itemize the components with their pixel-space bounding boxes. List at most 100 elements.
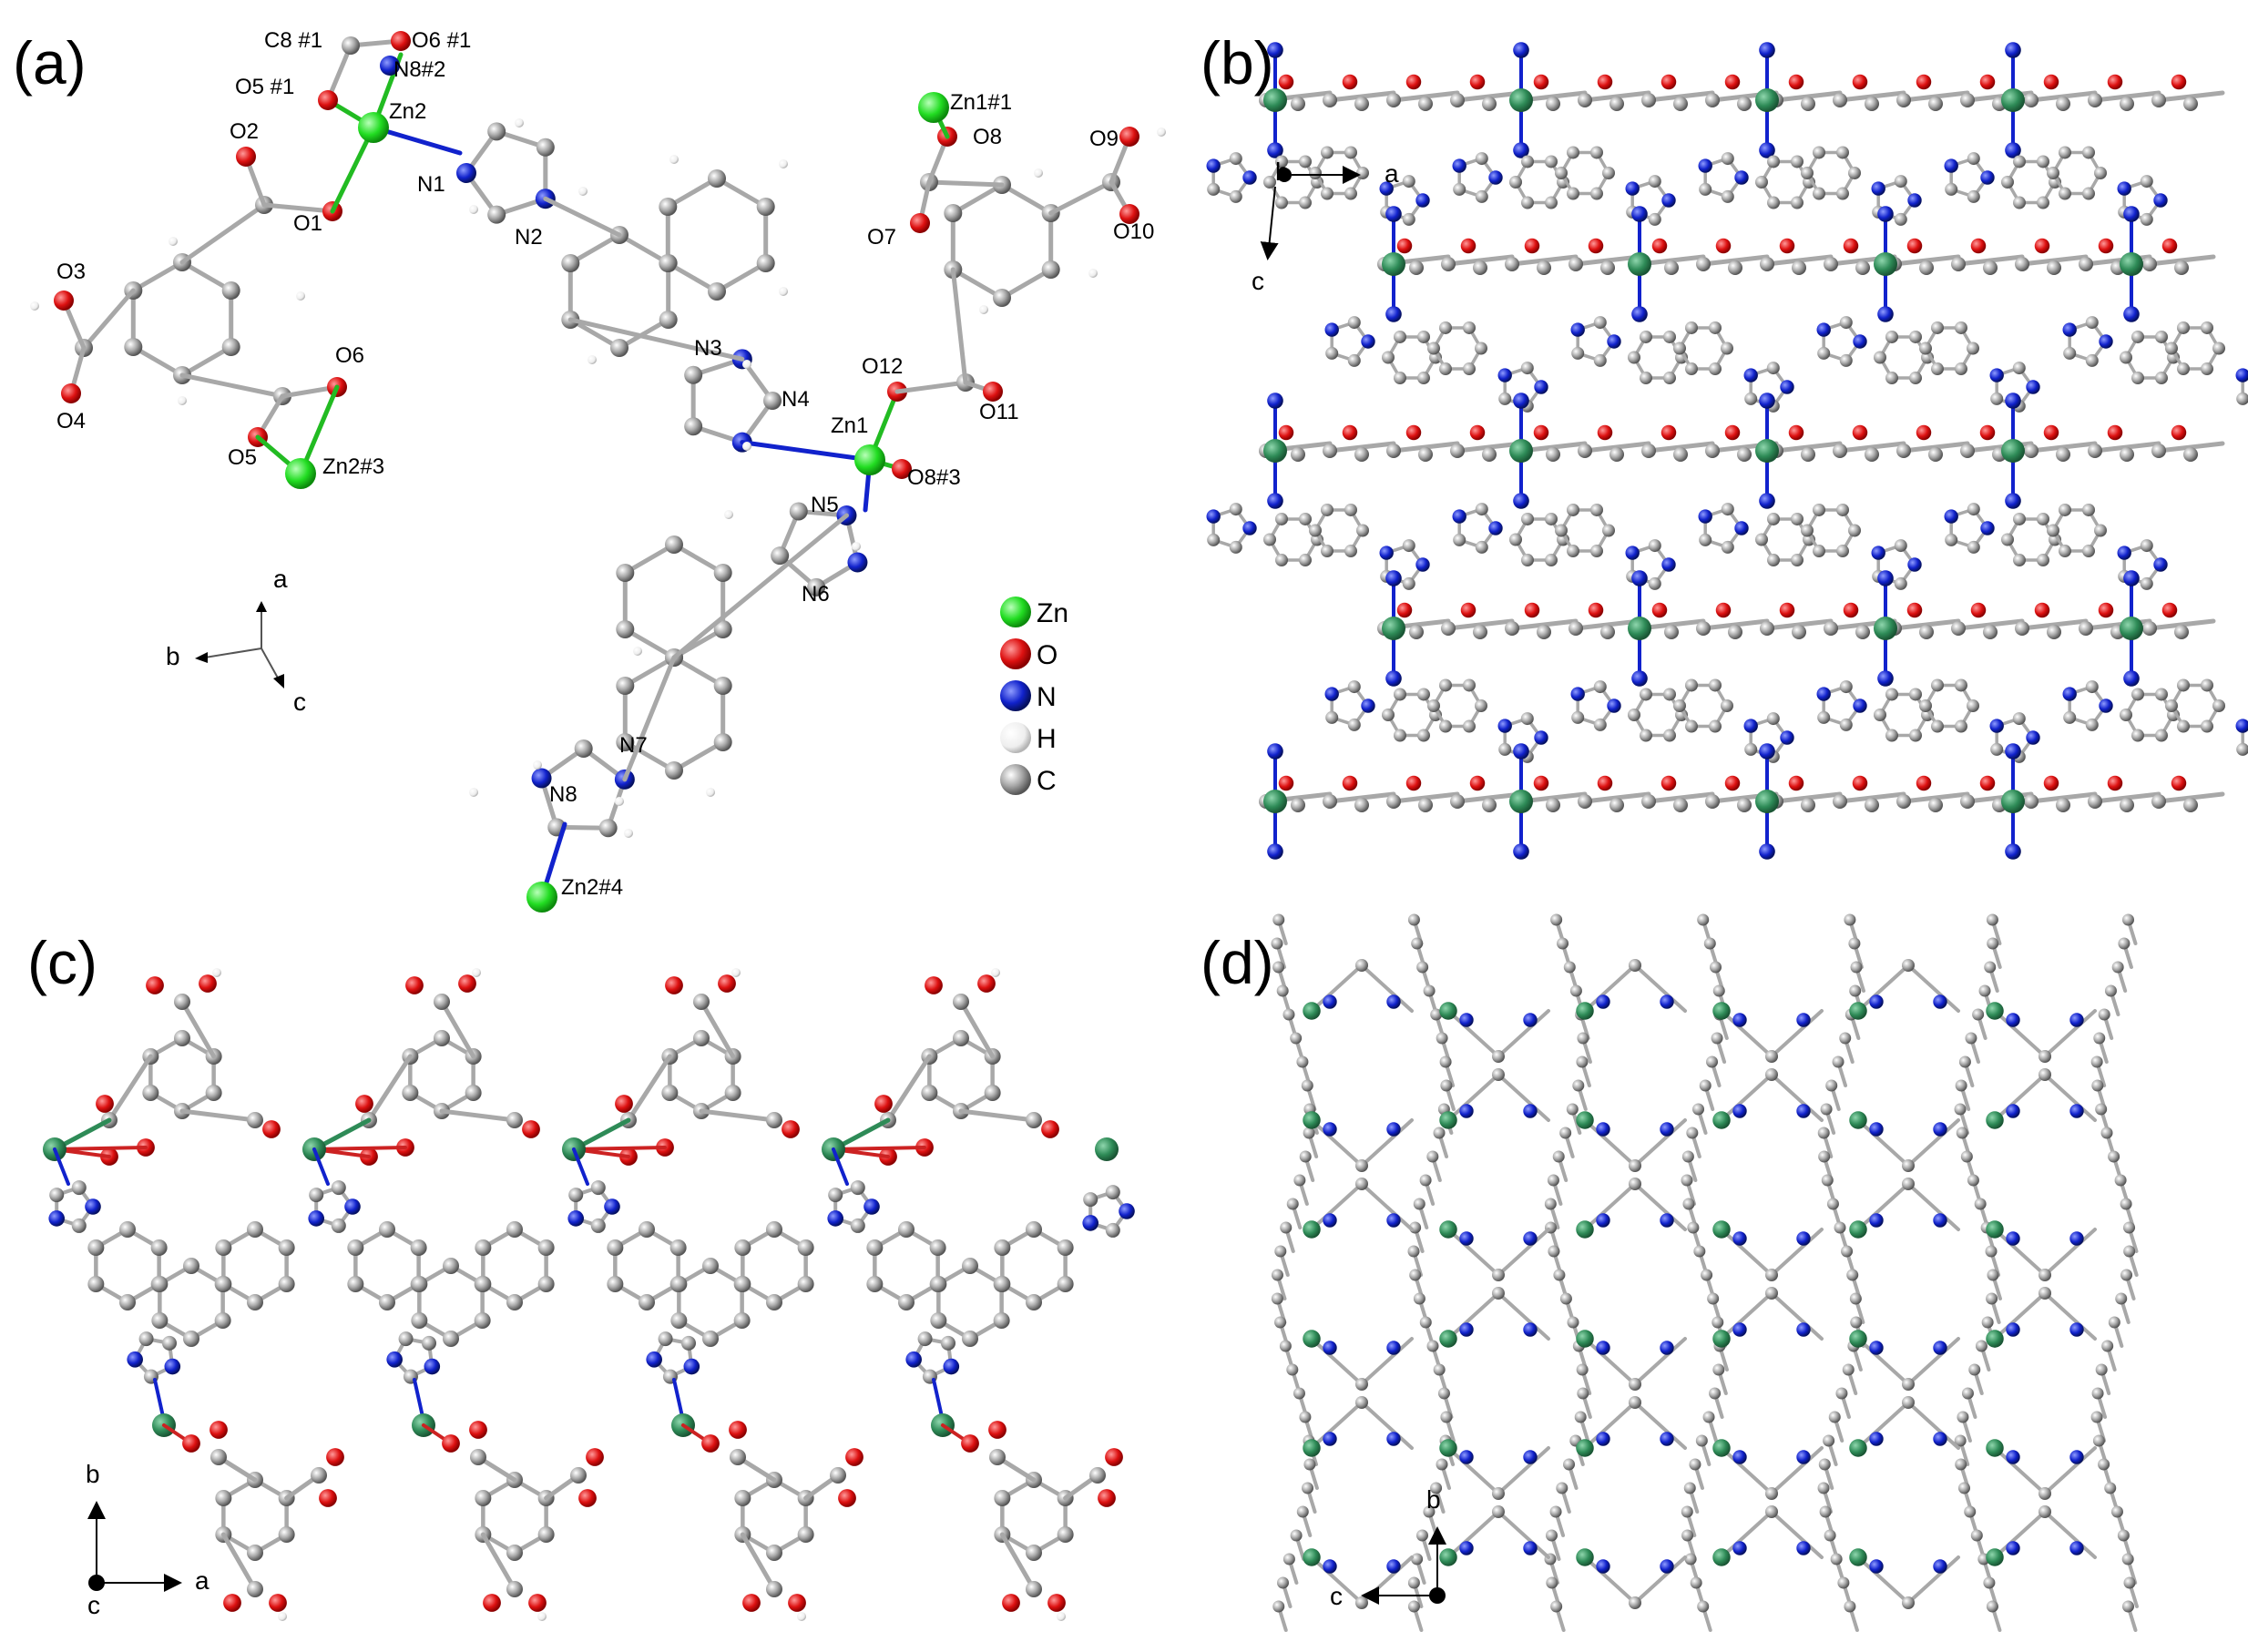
atom-o bbox=[1533, 424, 1549, 441]
atom-c bbox=[2094, 524, 2107, 537]
atom-c bbox=[183, 1331, 199, 1347]
atom-n bbox=[1661, 193, 1676, 208]
atom-c bbox=[1296, 1055, 1309, 1068]
axis-b-label: b bbox=[1426, 1485, 1441, 1514]
framework-strand bbox=[2101, 1340, 2117, 1372]
atom-o bbox=[615, 1095, 633, 1113]
atom-o bbox=[701, 1434, 720, 1453]
atom-znn bbox=[1986, 1111, 2004, 1129]
atom-c bbox=[247, 1545, 263, 1561]
chain-unit bbox=[2151, 74, 2225, 111]
axis-a-arrow bbox=[256, 601, 267, 612]
chain-unit bbox=[1641, 424, 1715, 462]
framework-strand bbox=[1832, 1055, 1848, 1087]
atom-c bbox=[1960, 93, 1975, 107]
atom-n bbox=[2153, 193, 2168, 208]
atom-c bbox=[2155, 372, 2168, 385]
atom-c bbox=[2039, 1068, 2051, 1081]
atom-znn bbox=[1712, 1439, 1731, 1457]
atom-c bbox=[1985, 1245, 1998, 1258]
atom-c bbox=[1697, 913, 1710, 926]
atom-c bbox=[1402, 539, 1415, 553]
atom-n bbox=[1869, 1122, 1884, 1137]
atom-c bbox=[1975, 1340, 1987, 1352]
atom-c bbox=[708, 169, 726, 188]
bond bbox=[1497, 1073, 1550, 1122]
atom-n bbox=[2006, 1322, 2020, 1337]
framework-strand bbox=[1986, 1292, 2001, 1324]
atom-n bbox=[1459, 1013, 1474, 1027]
atom-c bbox=[421, 1335, 436, 1351]
atom-n bbox=[1796, 1541, 1811, 1555]
atom-c bbox=[1885, 330, 1898, 343]
atom-znn bbox=[1095, 1137, 1119, 1161]
atom-n bbox=[1944, 509, 1958, 524]
atom-n bbox=[2005, 493, 2021, 509]
atom-c bbox=[1987, 937, 1999, 950]
bond bbox=[1770, 1291, 1824, 1341]
atom-c bbox=[921, 1085, 938, 1101]
atom-c bbox=[1492, 1050, 1505, 1063]
atom-c bbox=[1302, 1482, 1314, 1494]
atom-c bbox=[1983, 1576, 1996, 1589]
atom-n bbox=[1759, 42, 1775, 58]
atom-n bbox=[2005, 142, 2021, 158]
atom-o bbox=[1469, 424, 1486, 441]
atom-o bbox=[391, 31, 411, 51]
atom-c bbox=[2108, 1316, 2120, 1329]
atom-n bbox=[48, 1210, 66, 1227]
atom-c bbox=[1955, 1458, 1967, 1471]
chain-unit bbox=[2088, 74, 2161, 111]
legend-zn-label: Zn bbox=[1037, 598, 1068, 628]
atom-c bbox=[2082, 503, 2095, 516]
atom-c bbox=[639, 1221, 655, 1238]
atom-c bbox=[2117, 1529, 2130, 1542]
atom-label: O5 bbox=[228, 445, 257, 470]
atom-n bbox=[1732, 1541, 1747, 1555]
framework-strand bbox=[1961, 1387, 1977, 1419]
atom-znn bbox=[1576, 1548, 1594, 1566]
atom-c bbox=[607, 1239, 624, 1256]
atom-h bbox=[979, 305, 988, 314]
axis-c-label: c bbox=[293, 688, 306, 716]
atom-c bbox=[830, 1467, 846, 1484]
atom-znn bbox=[1303, 1548, 1321, 1566]
atom-o bbox=[1597, 775, 1613, 791]
atom-c bbox=[1207, 533, 1221, 546]
atom-c bbox=[1686, 1127, 1699, 1139]
atom-o bbox=[910, 213, 930, 233]
atom-n bbox=[1944, 158, 1958, 173]
atom-o bbox=[1779, 238, 1795, 254]
atom-c bbox=[434, 1030, 450, 1046]
framework-strand bbox=[1572, 1079, 1588, 1111]
atom-c bbox=[1299, 155, 1312, 168]
atom-o bbox=[1651, 602, 1668, 618]
atom-c bbox=[1426, 1340, 1439, 1352]
atom-c bbox=[2098, 1008, 2110, 1021]
atom-c bbox=[1956, 1127, 1968, 1139]
atom-label: N1 bbox=[417, 172, 445, 197]
atom-n bbox=[386, 1351, 403, 1368]
atom-n bbox=[1759, 843, 1775, 860]
atom-c bbox=[1509, 533, 1522, 546]
atom-n bbox=[1267, 393, 1283, 409]
framework-strand bbox=[1407, 1245, 1424, 1277]
atom-zn bbox=[854, 444, 885, 475]
atom-c bbox=[1928, 798, 1943, 812]
chain-unit bbox=[1960, 775, 2034, 812]
chain-unit bbox=[1760, 238, 1834, 275]
atom-c bbox=[2110, 1505, 2123, 1518]
panel-a-label: (a) bbox=[13, 29, 87, 97]
atom-n bbox=[1759, 493, 1775, 509]
atom-c bbox=[1521, 155, 1534, 168]
atom-c bbox=[537, 1239, 555, 1256]
bond bbox=[699, 999, 736, 1059]
atom-c bbox=[1681, 1174, 1693, 1187]
bond bbox=[1856, 1401, 1910, 1450]
atom-c bbox=[1711, 1032, 1723, 1045]
atom-c bbox=[1354, 798, 1369, 812]
atom-c bbox=[1990, 392, 2004, 405]
atom-c bbox=[247, 1221, 263, 1238]
atom-c bbox=[2039, 1487, 2051, 1500]
atom-c bbox=[1855, 260, 1870, 275]
